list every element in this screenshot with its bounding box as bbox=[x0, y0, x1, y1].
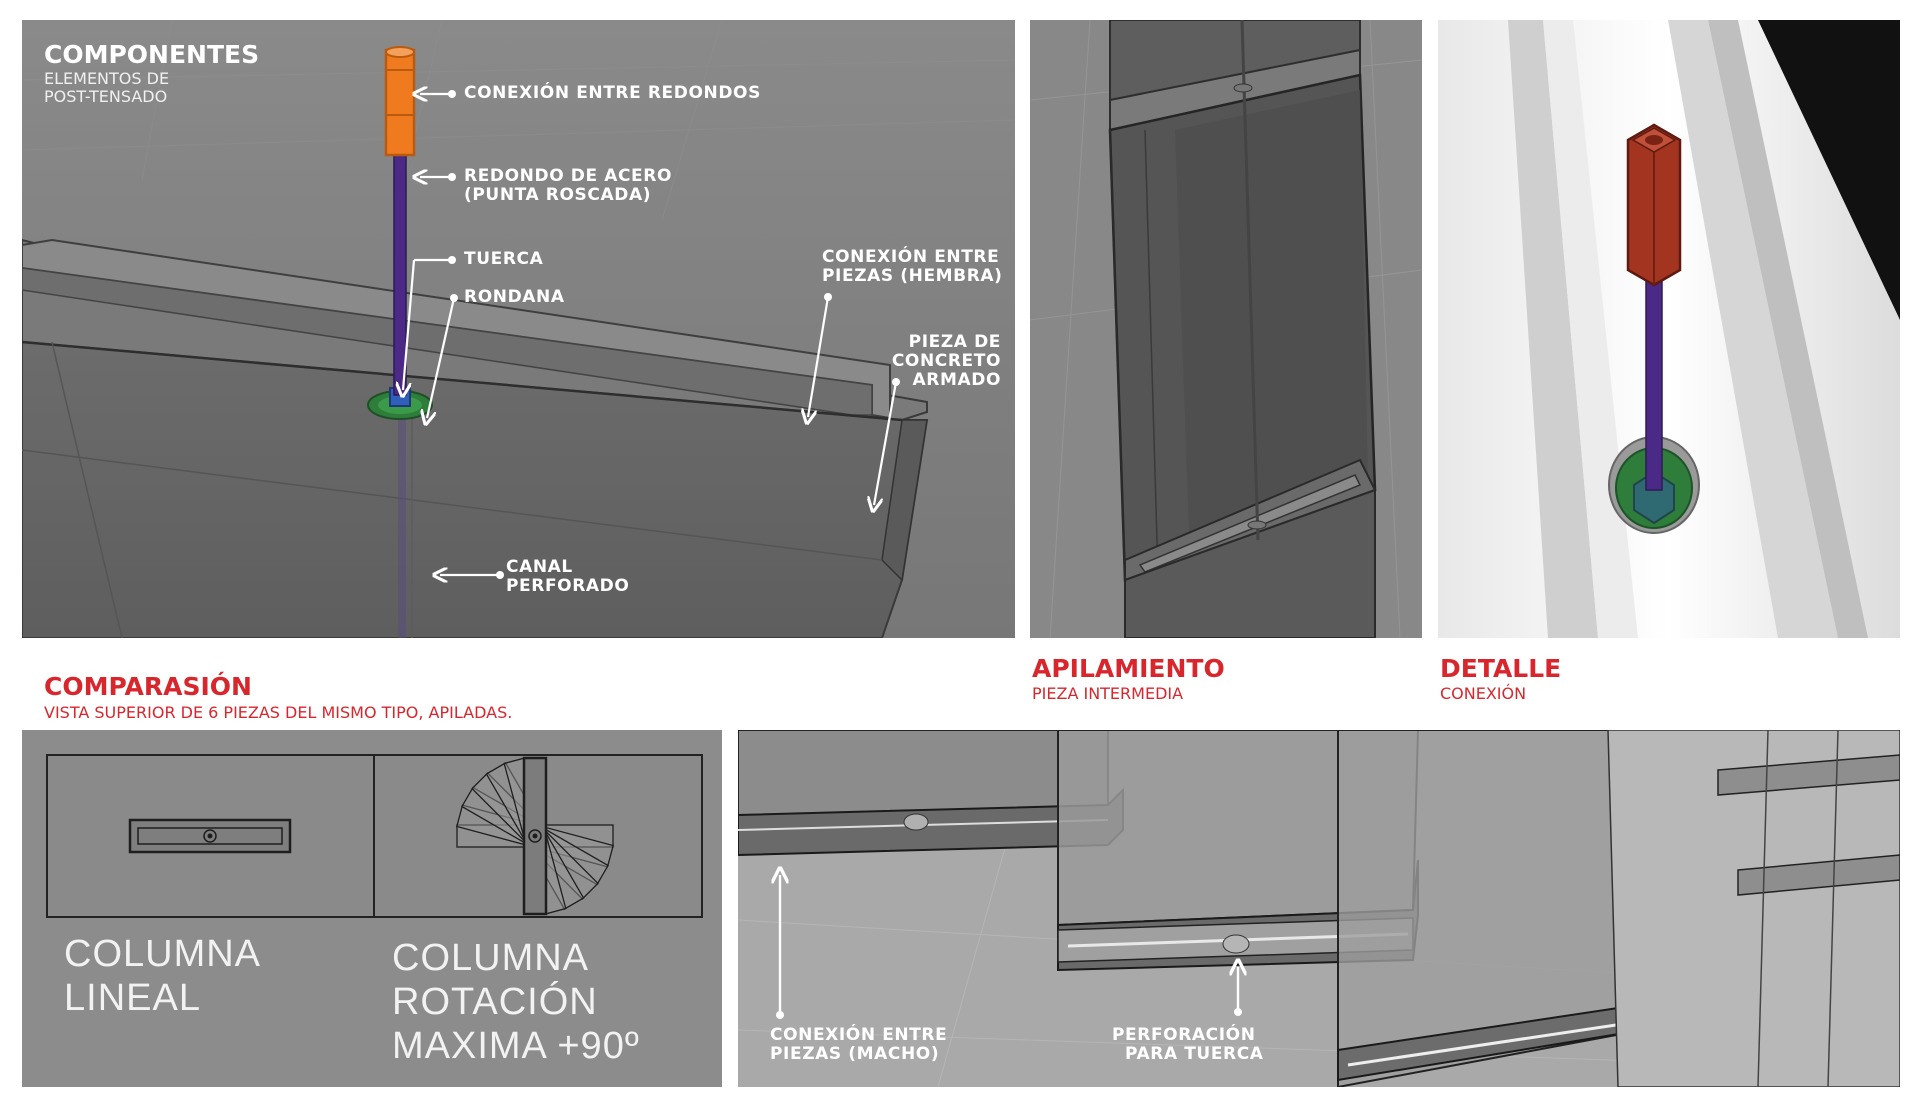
comparacion-plan bbox=[22, 730, 722, 1087]
col2-line2: ROTACIÓN bbox=[392, 981, 598, 1023]
label-perf-2: PARA TUERCA bbox=[1125, 1044, 1264, 1064]
detalle-title: DETALLE bbox=[1440, 654, 1562, 683]
componentes-render bbox=[22, 20, 1015, 638]
label-conexion-redondos: CONEXIÓN ENTRE REDONDOS bbox=[464, 83, 761, 103]
apilamiento-title: APILAMIENTO bbox=[1032, 654, 1225, 683]
apilamiento-subtitle: PIEZA INTERMEDIA bbox=[1032, 684, 1184, 703]
stack-render bbox=[738, 730, 1900, 1087]
col1-line2: LINEAL bbox=[64, 977, 201, 1019]
label-macho-1: CONEXIÓN ENTRE bbox=[770, 1025, 948, 1045]
label-pieza-2: CONCRETO bbox=[891, 351, 1001, 371]
label-canal-1: CANAL bbox=[506, 557, 573, 577]
label-canal-2: PERFORADO bbox=[506, 576, 630, 596]
col1-line1: COLUMNA bbox=[64, 933, 262, 975]
label-macho-2: PIEZAS (MACHO) bbox=[770, 1044, 940, 1064]
label-redondo-2: (PUNTA ROSCADA) bbox=[464, 185, 652, 205]
col2-line3: MAXIMA +90º bbox=[392, 1025, 640, 1067]
label-pieza-3: ARMADO bbox=[912, 370, 1001, 390]
arrow-dot-macho bbox=[776, 1011, 784, 1019]
label-perf-1: PERFORACIÓN bbox=[1112, 1025, 1256, 1045]
arrow-dot-perf bbox=[1234, 1008, 1242, 1016]
apilamiento-panel bbox=[1030, 20, 1422, 638]
comparacion-title: COMPARASIÓN bbox=[44, 672, 252, 701]
label-redondo-1: REDONDO DE ACERO bbox=[464, 166, 673, 186]
detalle-render bbox=[1438, 20, 1900, 638]
componentes-subtitle-2: POST-TENSADO bbox=[44, 87, 168, 106]
label-rondana: RONDANA bbox=[464, 287, 565, 307]
label-hembra-2: PIEZAS (HEMBRA) bbox=[822, 266, 1003, 286]
componentes-subtitle-1: ELEMENTOS DE bbox=[44, 69, 170, 88]
comparacion-subtitle: VISTA SUPERIOR DE 6 PIEZAS DEL MISMO TIP… bbox=[44, 703, 513, 722]
componentes-title: COMPONENTES bbox=[44, 40, 260, 69]
col2-line1: COLUMNA bbox=[392, 937, 590, 979]
componentes-panel: COMPONENTES ELEMENTOS DE POST-TENSADO CO… bbox=[22, 20, 1015, 638]
detalle-subtitle: CONEXIÓN bbox=[1440, 684, 1527, 703]
comparacion-panel: COLUMNA LINEAL COLUMNA ROTACIÓN MAXIMA +… bbox=[22, 730, 722, 1087]
detalle-panel bbox=[1438, 20, 1900, 638]
label-pieza-1: PIEZA DE bbox=[908, 332, 1001, 352]
apilamiento-render bbox=[1030, 20, 1422, 638]
stack-panel: CONEXIÓN ENTRE PIEZAS (MACHO) PERFORACIÓ… bbox=[738, 730, 1900, 1087]
label-hembra-1: CONEXIÓN ENTRE bbox=[822, 247, 1000, 267]
label-tuerca: TUERCA bbox=[464, 249, 544, 269]
